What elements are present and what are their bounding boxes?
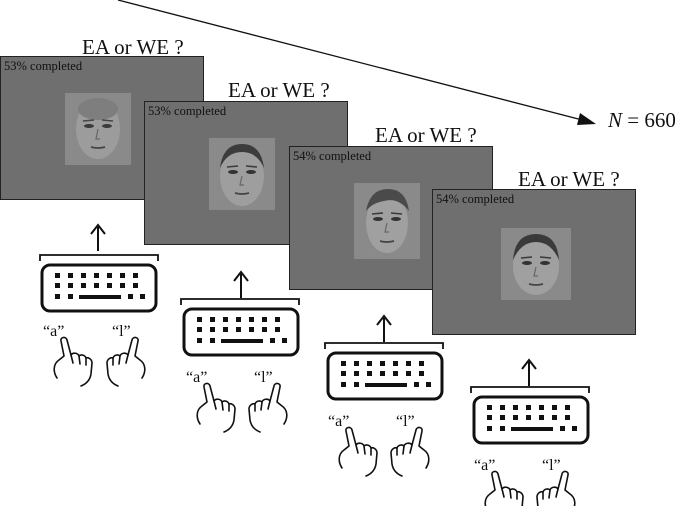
up-arrow-icon xyxy=(233,270,249,298)
right-key-label: “l” xyxy=(254,369,273,386)
keyboard-icon xyxy=(40,263,158,313)
progress-text: 54% completed xyxy=(436,192,515,206)
left-key-label: “a” xyxy=(186,369,207,386)
face-stimulus-image xyxy=(354,183,420,259)
keyboard-icon xyxy=(472,395,590,445)
bracket xyxy=(39,254,159,261)
response-group-4: “a” “l” xyxy=(470,358,590,506)
pointing-hand-icon xyxy=(53,336,93,387)
up-arrow-icon xyxy=(90,223,106,251)
bracket xyxy=(324,342,444,349)
sample-size-symbol: N xyxy=(608,108,623,132)
progress-text: 54% completed xyxy=(293,149,372,163)
up-arrow-icon xyxy=(521,358,537,386)
left-key-label: “a” xyxy=(43,323,64,340)
response-group-3: “a” “l” xyxy=(324,314,444,477)
up-arrow-icon xyxy=(376,314,392,342)
response-group-2: “a” “l” xyxy=(180,270,300,433)
response-group-1: “a” “l” xyxy=(39,223,159,387)
stimulus-screen: 53% completed xyxy=(0,56,204,200)
left-key-label: “a” xyxy=(328,413,349,430)
right-key-label: “l” xyxy=(396,413,415,430)
pointing-hand-icon xyxy=(390,426,430,477)
face-stimulus-image xyxy=(65,93,131,165)
pointing-hand-icon xyxy=(248,382,288,433)
bracket xyxy=(180,298,300,305)
pointing-hand-icon xyxy=(484,470,524,506)
question-text: EA or WE ? xyxy=(228,78,330,102)
right-key-label: “l” xyxy=(542,457,561,474)
question-text: EA or WE ? xyxy=(375,123,477,147)
right-key-label: “l” xyxy=(112,323,131,340)
left-key-label: “a” xyxy=(474,457,495,474)
question-text: EA or WE ? xyxy=(518,167,620,191)
progress-text: 53% completed xyxy=(148,104,227,118)
keyboard-icon xyxy=(182,307,300,357)
face-stimulus-image xyxy=(501,228,571,300)
pointing-hand-icon xyxy=(196,382,236,433)
sample-size-equals: = xyxy=(622,108,645,132)
sample-size-value: 660 xyxy=(644,108,676,132)
face-stimulus-image xyxy=(209,138,275,210)
progress-text: 53% completed xyxy=(4,59,83,73)
sample-size-label: N = 660 xyxy=(608,108,676,133)
bracket xyxy=(470,386,590,393)
keyboard-icon xyxy=(326,351,444,401)
pointing-hand-icon xyxy=(536,470,576,506)
stimulus-screen: 54% completed xyxy=(432,189,636,335)
pointing-hand-icon xyxy=(338,426,378,477)
question-text: EA or WE ? xyxy=(82,35,184,59)
pointing-hand-icon xyxy=(106,336,146,387)
